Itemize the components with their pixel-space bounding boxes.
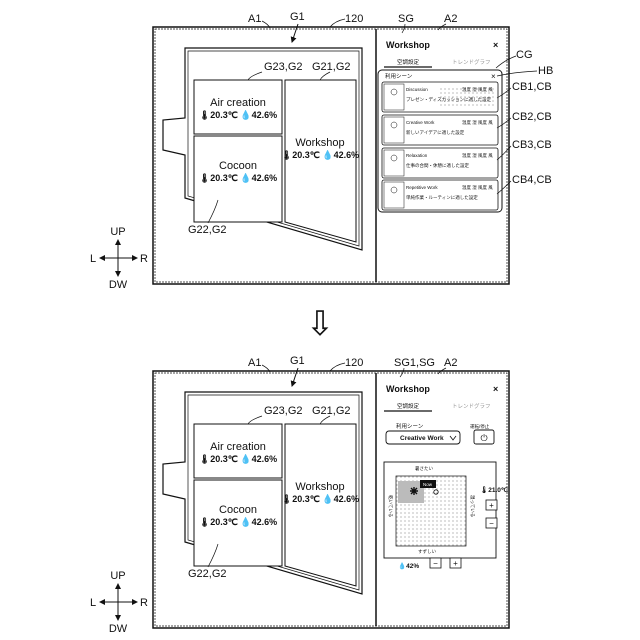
ref-g22: G22,G2 — [188, 224, 227, 236]
svg-text:−: − — [433, 559, 438, 568]
room-env-cocoon: 🌡20.3℃ 💧42.6% — [199, 172, 277, 183]
svg-text:120: 120 — [345, 357, 363, 369]
room-workshop[interactable] — [285, 80, 356, 242]
svg-text:温度 湿 風度 風: 温度 湿 風度 風 — [462, 152, 493, 159]
svg-text:+: + — [489, 501, 494, 510]
compass-bottom: UP DW L R — [90, 570, 148, 635]
ref-cb4: CB4,CB — [512, 174, 552, 186]
svg-text:Now: Now — [423, 482, 433, 487]
svg-text:乾いている: 乾いている — [387, 495, 394, 517]
svg-text:🌡20.3℃ 💧42.6%: 🌡20.3℃ 💧42.6% — [199, 453, 277, 464]
room-workshop[interactable] — [285, 424, 356, 586]
top-figure: Air creation 🌡20.3℃ 💧42.6% Cocoon 🌡20.3℃… — [153, 11, 553, 284]
room-env-air: 🌡20.3℃ 💧42.6% — [199, 109, 277, 120]
ref-cb1: CB1,CB — [512, 81, 552, 93]
ref-g21: G21,G2 — [312, 61, 351, 73]
scene-label: 利用シーン — [396, 422, 424, 430]
popup-title: 利用シーン — [385, 72, 413, 80]
svg-text:+: + — [453, 559, 458, 568]
svg-text:R: R — [140, 597, 148, 609]
ref-cg: CG — [516, 49, 533, 61]
svg-text:プレゼン・ディスカッションに適した設定: プレゼン・ディスカッションに適した設定 — [406, 96, 492, 103]
scene-card-2[interactable]: Creative Work 温度 湿 風度 風 新しいアイデアに適した設定 — [382, 115, 498, 145]
power-icon: ⏻ — [480, 433, 487, 443]
tab-trend-graph[interactable]: トレンドグラフ — [452, 58, 491, 66]
svg-text:Air creation: Air creation — [210, 441, 266, 453]
svg-text:G23,G2: G23,G2 — [264, 405, 303, 417]
svg-text:R: R — [140, 253, 148, 265]
svg-text:暑さたい: 暑さたい — [415, 465, 433, 472]
humidity-readout: 💧42% — [398, 562, 419, 570]
scene-image-icon — [384, 150, 404, 176]
panel-close-button[interactable]: × — [493, 384, 498, 394]
popup-close-button[interactable]: × — [491, 72, 496, 81]
ref-cb2: CB2,CB — [512, 111, 552, 123]
tab-trend-graph[interactable]: トレンドグラフ — [452, 402, 491, 410]
scene-image-icon — [384, 117, 404, 143]
svg-text:🌡20.3℃ 💧42.6%: 🌡20.3℃ 💧42.6% — [281, 493, 359, 504]
compass-top: UP DW L R — [90, 226, 148, 291]
svg-text:湿っている: 湿っている — [469, 495, 476, 517]
svg-text:DW: DW — [109, 623, 128, 635]
svg-text:仕事の合間・休憩に適した設定: 仕事の合間・休憩に適した設定 — [406, 162, 469, 169]
svg-text:新しいアイデアに適した設定: 新しいアイデアに適した設定 — [406, 129, 465, 136]
svg-text:Repetitive Work: Repetitive Work — [406, 185, 438, 190]
tab-air-settings[interactable]: 空調設定 — [397, 402, 420, 410]
svg-text:G1: G1 — [290, 355, 305, 367]
panel-close-button[interactable]: × — [493, 40, 498, 50]
svg-text:DW: DW — [109, 279, 128, 291]
ref-a2: A2 — [444, 13, 457, 25]
svg-text:Discussion: Discussion — [406, 87, 428, 92]
svg-text:G22,G2: G22,G2 — [188, 568, 227, 580]
svg-text:Relaxation: Relaxation — [406, 153, 428, 158]
power-label: 運転/停止 — [470, 423, 490, 430]
target-marker[interactable] — [410, 487, 418, 495]
ref-sg: SG — [398, 13, 414, 25]
ref-hb: HB — [538, 65, 553, 77]
scene-card-1[interactable]: Discussion 温度 湿 風度 風 プレゼン・ディスカッションに適した設定 — [382, 82, 498, 112]
svg-text:A1: A1 — [248, 357, 261, 369]
svg-text:L: L — [90, 597, 96, 609]
svg-text:すずしい: すずしい — [418, 548, 436, 555]
svg-text:温度 湿 風度 風: 温度 湿 風度 風 — [462, 119, 493, 126]
transition-arrow: ⇩ — [306, 305, 335, 343]
svg-text:温度 湿 風度 風: 温度 湿 風度 風 — [462, 184, 493, 191]
room-name-cocoon: Cocoon — [219, 160, 257, 172]
svg-text:A2: A2 — [444, 357, 457, 369]
scene-select-value: Creative Work — [400, 435, 444, 442]
svg-text:温度 湿 風度 風: 温度 湿 風度 風 — [462, 86, 493, 93]
temp-readout: 🌡21.0℃ — [480, 486, 509, 494]
svg-text:SG1,SG: SG1,SG — [394, 357, 435, 369]
scene-image-icon — [384, 182, 404, 208]
ref-120: 120 — [345, 13, 363, 25]
scene-card-4[interactable]: Repetitive Work 温度 湿 風度 風 単純作業・ルーティンに適した… — [382, 180, 498, 210]
svg-text:🌡20.3℃ 💧42.6%: 🌡20.3℃ 💧42.6% — [199, 516, 277, 527]
room-name-air: Air creation — [210, 97, 266, 109]
ref-cb3: CB3,CB — [512, 139, 552, 151]
svg-text:Workshop: Workshop — [295, 481, 344, 493]
svg-text:Cocoon: Cocoon — [219, 504, 257, 516]
scene-image-icon — [384, 84, 404, 110]
ref-g23: G23,G2 — [264, 61, 303, 73]
svg-text:G21,G2: G21,G2 — [312, 405, 351, 417]
bottom-figure: Air creation 🌡20.3℃ 💧42.6% Cocoon 🌡20.3℃… — [153, 355, 509, 628]
svg-text:単純作業・ルーティンに適した設定: 単純作業・ルーティンに適した設定 — [406, 194, 478, 201]
tab-air-settings[interactable]: 空調設定 — [397, 58, 420, 66]
ref-a1: A1 — [248, 13, 261, 25]
svg-text:Creative Work: Creative Work — [406, 120, 435, 125]
svg-text:−: − — [489, 519, 494, 528]
room-env-workshop: 🌡20.3℃ 💧42.6% — [281, 149, 359, 160]
svg-text:UP: UP — [110, 570, 125, 582]
panel-title: Workshop — [386, 40, 430, 50]
ref-g1: G1 — [290, 11, 305, 23]
room-name-workshop: Workshop — [295, 137, 344, 149]
svg-text:UP: UP — [110, 226, 125, 238]
panel-title: Workshop — [386, 384, 430, 394]
svg-text:L: L — [90, 253, 96, 265]
scene-card-3[interactable]: Relaxation 温度 湿 風度 風 仕事の合間・休憩に適した設定 — [382, 148, 498, 178]
